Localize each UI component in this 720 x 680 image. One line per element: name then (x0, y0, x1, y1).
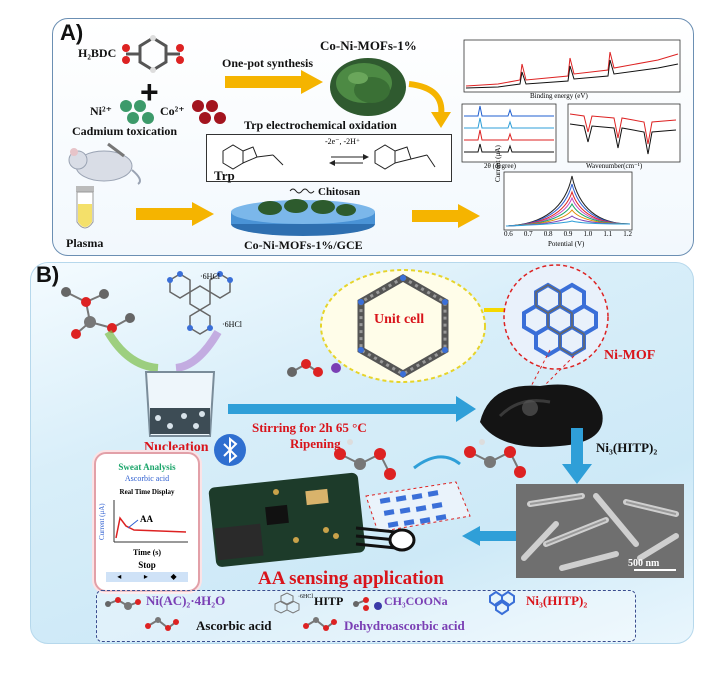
ftir-chart (567, 103, 681, 163)
mouse-icon (68, 142, 141, 185)
legend-ni3hitp2: Ni₃(HITP)₂ (526, 593, 588, 608)
trp-reaction-box: -2e⁻, -2H⁺ (206, 134, 452, 182)
trp-oxidation-label: Trp electrochemical oxidation (244, 118, 397, 132)
merge-arrows (104, 329, 222, 372)
ni-mof-lattice (503, 264, 609, 370)
plasma-tube-icon (76, 186, 94, 229)
legend-ascorbic: Ascorbic acid (196, 618, 272, 633)
reaction-conditions: -2e⁻, -2H⁺ (325, 137, 361, 146)
dpv-xlabel: Potential (V) (548, 240, 585, 248)
product-label: Co-Ni-MOFs-1% (320, 38, 417, 53)
hcl-label-2: ·6HCl (222, 320, 242, 329)
panel-b-tag: B) (36, 262, 60, 287)
trp-label: Trp (214, 168, 235, 183)
mof-film-zoom (365, 481, 471, 533)
sem-image (516, 484, 684, 578)
h2bdc-label: H₂BDC (78, 46, 117, 60)
dpv-tick: 0.9 (563, 230, 573, 238)
circuit-board (208, 472, 416, 567)
ripening-label: Ripening (290, 436, 341, 451)
dehydroascorbic-icon (303, 617, 337, 631)
beaker-icon (144, 371, 216, 437)
nav-icon[interactable]: ◂ (117, 572, 122, 581)
phone-device: Sweat Analysis Ascorbic acid Real Time D… (94, 452, 200, 592)
plasma-arrow (136, 202, 214, 226)
legend-dehydro: Dehydroascorbic acid (344, 618, 465, 633)
nav-icon[interactable]: ◆ (170, 572, 177, 581)
dpv-arrow (412, 204, 480, 228)
hcl-label-1: ·6HCl (200, 272, 220, 281)
dpv-ylabel: Current (µA) (494, 145, 502, 182)
ni-mof-label: Ni-MOF (604, 348, 656, 363)
ni-ion-spheres (120, 100, 154, 124)
xps-xlabel: Binding energy (eV) (530, 92, 588, 100)
mof-product-image (330, 58, 406, 116)
phone-title: Sweat Analysis (118, 462, 176, 472)
chitosan-wave (289, 188, 315, 194)
stirring-label: Stirring for 2h 65 °C (252, 420, 367, 435)
ni3hitp2-arrow-label: Ni₃(HITP)₂ (596, 440, 658, 455)
stirring-arrow (228, 396, 476, 422)
gce-electrode (231, 199, 375, 236)
trp-structures (222, 144, 436, 170)
dpv-tick: 0.8 (543, 230, 553, 238)
chitosan-label: Chitosan (318, 186, 361, 198)
dpv-tick: 0.6 (504, 230, 513, 238)
dpv-tick: 0.7 (523, 230, 533, 238)
unit-cell-label: Unit cell (374, 312, 425, 327)
phone-ylabel: Current (μA) (98, 503, 106, 540)
phone-aa-label: AA (140, 514, 153, 524)
xrd-xlabel: 2θ (degree) (484, 162, 516, 170)
ftir-xlabel: Wavenumber(cm⁻¹) (586, 162, 643, 170)
ni-acetate-molecule (61, 287, 135, 339)
one-pot-label: One-pot synthesis (222, 56, 314, 70)
xps-chart (463, 39, 681, 93)
h2bdc-molecule (122, 35, 184, 73)
legend-hcl: ·6HCl (298, 594, 313, 600)
sem-scale-label: 500 nm (628, 558, 660, 569)
sodium-acetate-molecule (287, 359, 341, 377)
legend-ch3coona: CH₃COONa (384, 594, 448, 608)
xrd-chart (461, 103, 557, 163)
co-ion-spheres (192, 100, 226, 124)
phone-stop-button[interactable]: Stop (138, 560, 156, 570)
application-label: AA sensing application (258, 568, 444, 589)
sem-to-device-arrow (462, 526, 516, 546)
aa-molecules (334, 439, 526, 480)
ni-ion-label: Ni²⁺ (90, 104, 112, 118)
ni-ac-icon (105, 597, 141, 610)
curved-arrow (408, 81, 451, 128)
phone-nav-bar: ◂ ▸ ◆ (106, 572, 188, 582)
dpv-tick: 1.1 (603, 230, 613, 238)
unit-cell-circle (320, 269, 486, 383)
phone-xlabel: Time (s) (132, 548, 162, 557)
dpv-chart (503, 171, 633, 231)
ch3coona-icon (353, 597, 382, 611)
nav-icon[interactable]: ▸ (143, 572, 148, 581)
phone-plot (113, 500, 188, 543)
dpv-ticks: 0.6 0.7 0.8 0.9 1.0 1.1 1.2 (504, 230, 632, 238)
bluetooth-icon (214, 434, 246, 466)
ni3hitp2-icon (489, 590, 515, 616)
legend-ni-ac: Ni(AC)₂·4H₂O (146, 593, 226, 608)
co-ion-label: Co²⁺ (160, 104, 185, 118)
one-pot-arrow (225, 70, 323, 94)
dpv-tick: 1.0 (583, 230, 593, 238)
panel-a-tag: A) (60, 20, 84, 45)
cadmium-label: Cadmium toxication (72, 124, 177, 138)
hitp-molecule (167, 271, 233, 335)
plasma-label: Plasma (66, 236, 104, 250)
plus-sign: + (140, 74, 159, 110)
phone-display-label: Real Time Display (119, 488, 175, 496)
dpv-tick: 1.2 (623, 230, 632, 238)
electrode-label: Co-Ni-MOFs-1%/GCE (244, 238, 363, 252)
down-arrow (562, 428, 592, 484)
phone-subtitle: Ascorbic acid (124, 474, 170, 483)
ascorbic-icon (145, 617, 179, 631)
legend-hitp: HITP (314, 594, 344, 608)
hitp-icon (274, 592, 300, 614)
nucleation-label: Nucleation (144, 440, 209, 455)
